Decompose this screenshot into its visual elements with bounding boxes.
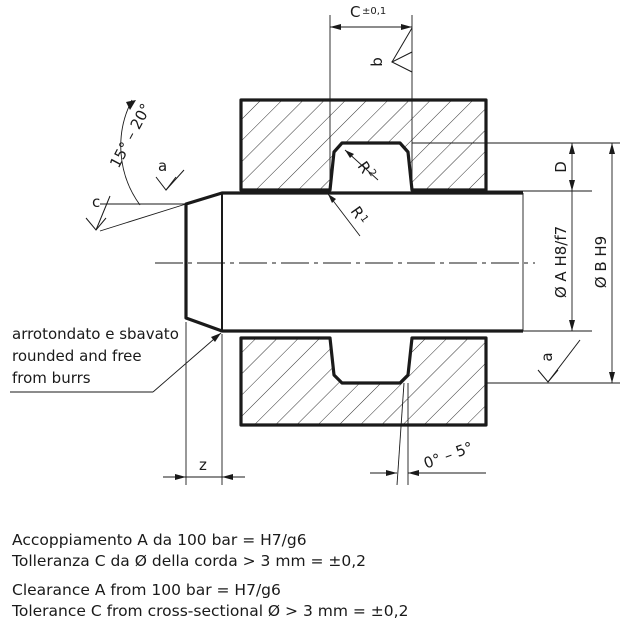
label-R2-sub: 2	[366, 167, 379, 179]
note-it-line-2: Tolleranza C da Ø della corda > 3 mm = ±…	[12, 552, 367, 570]
label-z: z	[199, 456, 207, 474]
label-chamfer-angle: 15° – 20°	[106, 100, 155, 170]
housing-top	[239, 98, 488, 192]
note-en-line-1: Clearance A from 100 bar = H7/g6	[12, 581, 281, 599]
label-C: C	[350, 3, 360, 21]
dimension-D	[412, 142, 592, 192]
surface-finish-symbol-c	[85, 195, 111, 231]
label-D: D	[552, 161, 570, 173]
notes-block: Accoppiamento A da 100 bar = H7/g6 Tolle…	[12, 530, 622, 622]
label-groove-angle: 0° – 5°	[421, 438, 475, 472]
note-it-line-1: Accoppiamento A da 100 bar = H7/g6	[12, 531, 307, 549]
label-diameter-B: Ø B H9	[592, 236, 610, 288]
dimension-z	[163, 322, 245, 485]
dimension-C	[329, 15, 413, 186]
dimension-groove-angle	[370, 382, 486, 486]
dimension-diameter-B	[486, 142, 620, 384]
dimension-chamfer-angle	[99, 99, 187, 232]
label-R1-sub: 1	[358, 213, 371, 225]
note-line-2: rounded and free	[12, 347, 142, 365]
surface-finish-symbol-a-top	[155, 169, 185, 191]
surface-finish-symbol-b	[390, 27, 413, 73]
surface-finish-symbol-a-right	[537, 339, 581, 383]
note-en-line-2: Tolerance C from cross-sectional Ø > 3 m…	[12, 602, 409, 620]
technical-drawing: C ±0,1 b D Ø A H8/f7 Ø B H9 a R 2	[10, 3, 620, 486]
dimension-diameter-A	[523, 191, 592, 332]
label-a-top: a	[158, 157, 167, 175]
label-C-tolerance: ±0,1	[362, 6, 386, 17]
note-leader	[10, 332, 222, 393]
label-c: c	[92, 193, 100, 211]
label-diameter-A: Ø A H8/f7	[552, 226, 570, 298]
note-line-3: from burrs	[12, 369, 91, 387]
label-a-right: a	[538, 352, 556, 361]
piston-rod	[184, 191, 524, 333]
label-b: b	[368, 57, 386, 67]
note-line-1: arrotondato e sbavato	[12, 325, 179, 343]
housing-bottom	[239, 336, 488, 427]
